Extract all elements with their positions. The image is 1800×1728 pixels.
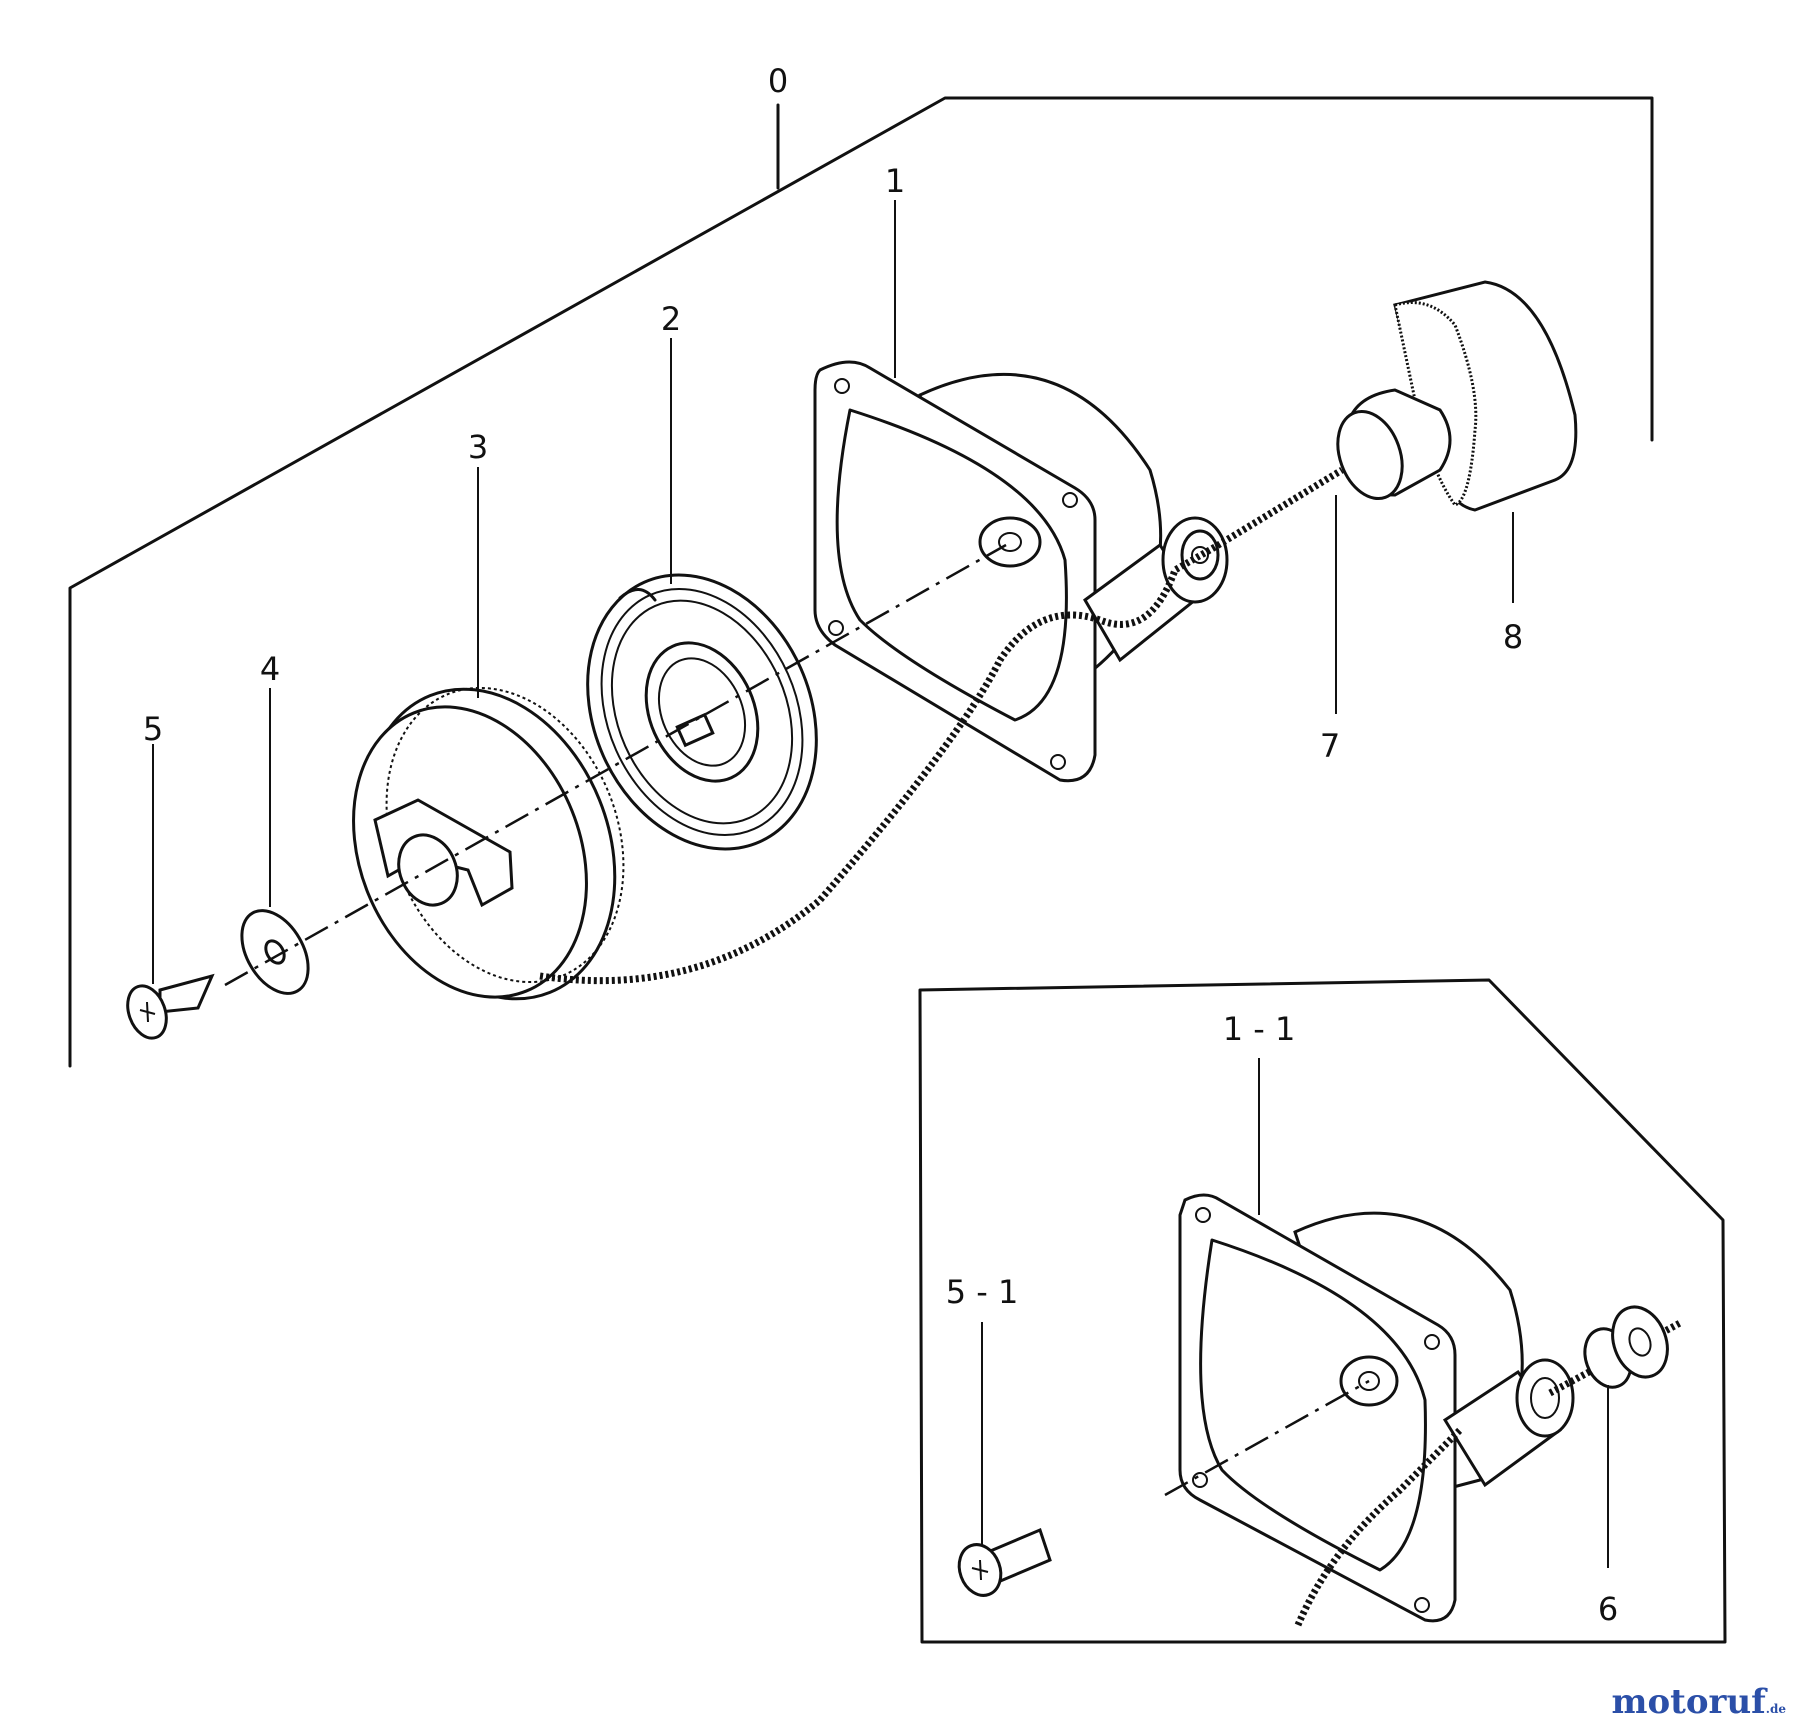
label-washer: 4 [260,650,280,688]
alt-screw [957,1527,1052,1597]
assembly-bracket [68,96,1654,1068]
label-screw-alt: 5 - 1 [946,1273,1019,1311]
label-spring: 2 [661,300,681,338]
leader-lines [152,200,1514,984]
grommet [1583,1305,1669,1389]
label-housing: 1 [885,162,905,200]
starter-handle [1336,280,1578,512]
center-line [224,543,1007,987]
starter-rope [539,467,1344,985]
recoil-spring [586,573,818,851]
rope-reel [352,686,625,1001]
starter-housing [813,360,1229,783]
watermark-logo: motoruf.de [1612,1682,1787,1722]
inset-box [918,978,1727,1644]
washer [240,909,310,995]
label-assembly: 0 [768,62,788,100]
tapping-screw [126,973,215,1040]
inset-leader-lines [981,1058,1609,1568]
label-reel: 3 [468,428,488,466]
label-rope: 7 [1320,727,1340,765]
watermark-brand: motoruf [1611,1682,1766,1722]
label-housing-alt: 1 - 1 [1223,1010,1296,1048]
alt-starter-housing [1178,1193,1682,1627]
label-handle: 8 [1503,618,1523,656]
alt-center-line [1164,1379,1370,1497]
watermark-tld: .de [1765,1702,1786,1716]
label-grommet: 6 [1598,1590,1618,1628]
label-screw: 5 [143,710,163,748]
